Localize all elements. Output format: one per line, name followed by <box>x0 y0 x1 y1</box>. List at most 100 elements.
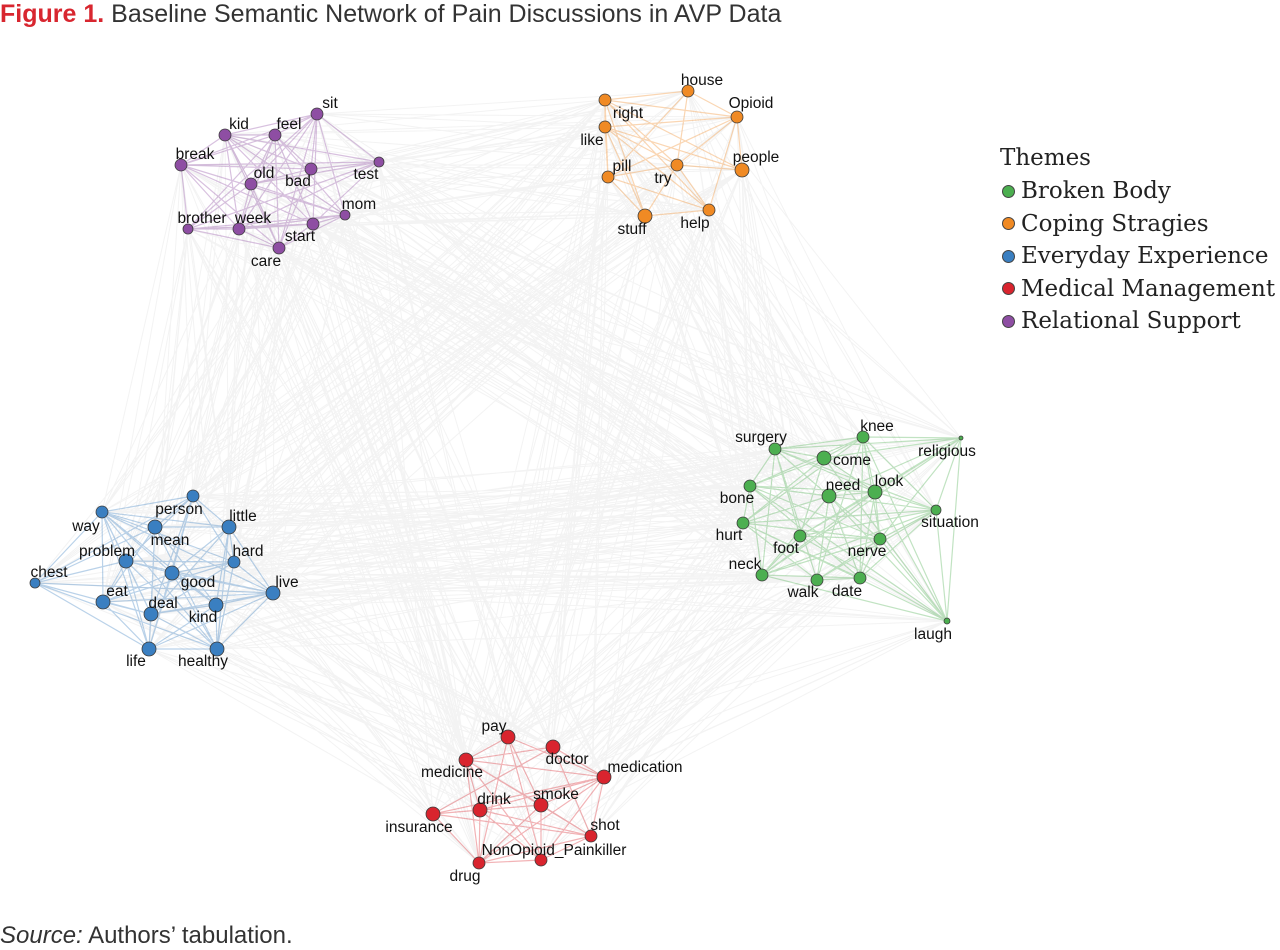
node-nonopioid_painkiller <box>534 853 548 867</box>
node-label-house: house <box>681 72 723 89</box>
node-walk <box>810 573 824 587</box>
node-foot <box>793 529 807 543</box>
node-label-problem: problem <box>79 543 135 560</box>
node-label-medication: medication <box>608 759 683 776</box>
node-doctor <box>545 739 561 755</box>
node-eat <box>95 594 111 610</box>
node-bad <box>304 162 318 176</box>
node-brother <box>182 223 194 235</box>
cluster-edges-everyday <box>34 495 274 650</box>
node-label-way: way <box>71 518 100 535</box>
legend-item-relational: Relational Support <box>1000 305 1275 338</box>
node-knee <box>856 430 870 444</box>
node-shot <box>584 829 598 843</box>
node-way <box>95 505 109 519</box>
node-hard <box>227 555 241 569</box>
node-mean <box>147 519 163 535</box>
node-label-break: break <box>176 146 215 163</box>
node-label-bone: bone <box>720 490 754 507</box>
node-label-kind: kind <box>189 609 217 626</box>
node-label-feel: feel <box>277 116 302 133</box>
figure-title: Baseline Semantic Network of Pain Discus… <box>111 0 782 28</box>
node-label-healthy: healthy <box>178 653 228 670</box>
node-label-mom: mom <box>342 196 376 213</box>
node-label-old: old <box>254 165 275 182</box>
node-opioid <box>730 110 744 124</box>
node-label-religious: religious <box>918 443 976 460</box>
node-label-good: good <box>181 574 215 591</box>
legend-swatch-broken_body <box>1002 184 1015 198</box>
node-label-surgery: surgery <box>735 429 787 446</box>
node-label-try: try <box>654 170 671 187</box>
node-right <box>598 93 612 107</box>
node-label-like: like <box>580 132 603 149</box>
node-medicine <box>458 752 474 768</box>
node-week <box>232 222 246 236</box>
legend-swatch-everyday <box>1002 249 1015 263</box>
node-label-drug: drug <box>449 868 480 885</box>
figure-number: Figure 1. <box>0 0 105 28</box>
node-label-nerve: nerve <box>848 543 887 560</box>
node-label-look: look <box>875 473 904 490</box>
node-medication <box>596 769 612 785</box>
node-need <box>821 488 837 504</box>
node-label-hard: hard <box>232 543 263 560</box>
node-label-right: right <box>613 105 644 122</box>
node-people <box>734 162 750 178</box>
node-kid <box>218 128 232 142</box>
node-feel <box>268 128 282 142</box>
node-label-laugh: laugh <box>914 626 952 643</box>
node-label-walk: walk <box>786 584 818 601</box>
node-label-deal: deal <box>148 595 177 612</box>
node-life <box>141 641 157 657</box>
legend-label: Coping Stragies <box>1021 210 1209 237</box>
node-label-care: care <box>251 253 281 270</box>
legend-swatch-relational <box>1002 314 1015 328</box>
node-start <box>306 217 320 231</box>
source-text: Authors’ tabulation. <box>88 922 293 949</box>
node-care <box>272 241 286 255</box>
node-stuff <box>637 208 653 224</box>
legend-label: Broken Body <box>1021 178 1171 204</box>
node-label-need: need <box>826 477 860 494</box>
node-pill <box>601 170 615 184</box>
legend-label: Medical Management <box>1021 275 1276 302</box>
node-come <box>816 450 832 466</box>
node-label-knee: knee <box>860 418 894 435</box>
network-nodes <box>29 84 964 870</box>
node-neck <box>755 568 769 582</box>
node-label-situation: situation <box>921 514 979 531</box>
node-kind <box>208 597 224 613</box>
legend-swatch-medical <box>1002 282 1015 296</box>
node-label-date: date <box>832 583 862 600</box>
node-label-person: person <box>155 501 202 518</box>
node-label-people: people <box>733 149 780 166</box>
node-label-foot: foot <box>773 540 800 557</box>
node-label-come: come <box>833 452 871 469</box>
node-label-eat: eat <box>106 583 128 600</box>
node-help <box>702 203 716 217</box>
node-sit <box>310 107 324 121</box>
legend-item-medical: Medical Management <box>1000 273 1275 306</box>
legend-title: Themes <box>1000 145 1091 171</box>
figure-source: Source: Authors’ tabulation. <box>0 922 293 950</box>
node-label-shot: shot <box>590 817 620 834</box>
node-label-nonopioid_painkiller: NonOpioid_Painkiller <box>482 842 627 859</box>
node-label-life: life <box>126 653 146 670</box>
node-label-doctor: doctor <box>545 751 588 768</box>
node-label-brother: brother <box>177 210 226 227</box>
legend-swatch-coping <box>1002 217 1015 231</box>
node-good <box>164 565 180 581</box>
background-edges <box>34 90 962 864</box>
node-bone <box>743 479 757 493</box>
node-problem <box>118 553 134 569</box>
node-label-insurance: insurance <box>385 819 452 836</box>
node-deal <box>143 606 159 622</box>
node-label-mean: mean <box>151 532 190 549</box>
node-label-smoke: smoke <box>533 786 579 803</box>
legend-label: Everyday Experience <box>1021 243 1269 269</box>
node-label-hurt: hurt <box>716 527 743 544</box>
